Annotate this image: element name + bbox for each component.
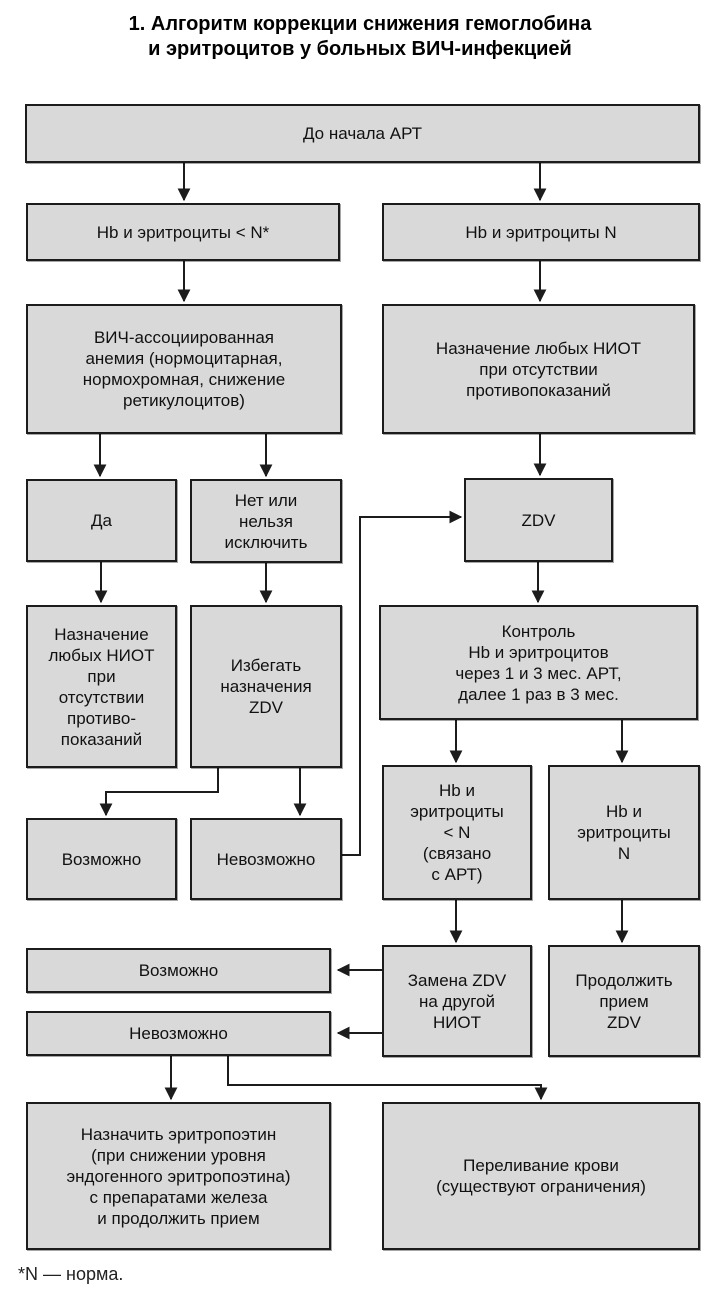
arrow-avoid-to-possible bbox=[99, 768, 219, 817]
arrow-impossible-to-zdv bbox=[342, 510, 463, 856]
node-yes: Да bbox=[26, 479, 177, 562]
node-zdv: ZDV bbox=[464, 478, 613, 562]
node-assign-any-nrti-no-contraindications: Назначение любых НИОТ при отсутствии про… bbox=[26, 605, 177, 768]
footnote-n-norm: *N — норма. bbox=[18, 1264, 124, 1284]
node-replace-zdv: Замена ZDV на другой НИОТ bbox=[382, 945, 532, 1057]
node-avoid-zdv: Избегать назначения ZDV bbox=[190, 605, 342, 768]
node-hb-normal: Hb и эритроциты N bbox=[382, 203, 700, 261]
node-hb-low-art-related: Hb и эритроциты < N (связано с АРТ) bbox=[382, 765, 532, 900]
node-impossible: Невозможно bbox=[190, 818, 342, 900]
node-no-or-cannot-exclude: Нет или нельзя исключить bbox=[190, 479, 342, 563]
node-impossible-wide: Невозможно bbox=[26, 1011, 331, 1056]
node-before-art: До начала АРТ bbox=[25, 104, 700, 163]
node-hb-normal-after-art: Hb и эритроциты N bbox=[548, 765, 700, 900]
node-erythropoietin: Назначить эритропоэтин (при снижении уро… bbox=[26, 1102, 331, 1250]
node-hb-below-normal: Hb и эритроциты < N* bbox=[26, 203, 340, 261]
node-possible: Возможно bbox=[26, 818, 177, 900]
node-control-hb-monitoring: Контроль Hb и эритроцитов через 1 и 3 ме… bbox=[379, 605, 698, 720]
node-possible-wide: Возможно bbox=[26, 948, 331, 993]
node-hiv-associated-anemia: ВИЧ-ассоциированная анемия (нормоцитарна… bbox=[26, 304, 342, 434]
arrow-impossible-wide-to-transfusion bbox=[227, 1056, 548, 1101]
node-continue-zdv: Продолжить прием ZDV bbox=[548, 945, 700, 1057]
page-title: 1. Алгоритм коррекции снижения гемоглоби… bbox=[128, 13, 592, 60]
node-blood-transfusion: Переливание крови (существуют ограничени… bbox=[382, 1102, 700, 1250]
node-assign-any-nrti: Назначение любых НИОТ при отсутствии про… bbox=[382, 304, 695, 434]
